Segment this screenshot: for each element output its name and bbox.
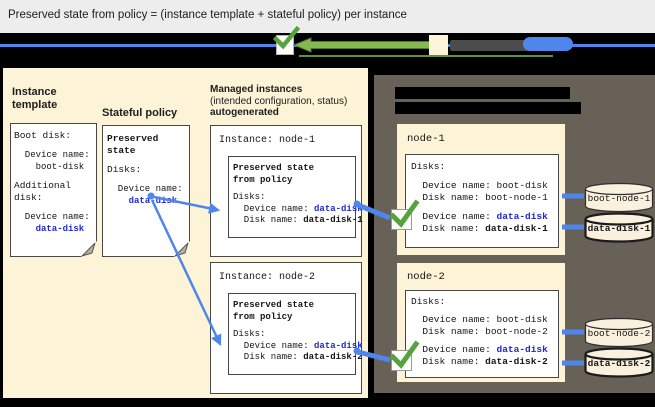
disk-label: data-disk-2 [587,358,651,369]
stateful-policy-label: Stateful policy [102,107,178,119]
disk-cylinder-boot-node-1: boot-node-1 [584,182,654,214]
device-name-line: Device name: data-disk [233,340,363,351]
disk-cylinder-icon [584,182,654,213]
page-title: Preserved state from policy = (instance … [8,9,407,21]
preserved-state-heading: Preserved state [233,300,315,310]
disks-label: Disks: [233,329,266,339]
managed-instance-node-2: Instance: node-2 Preserved state from po… [210,262,363,394]
doc-line: disk: [14,192,43,203]
disk-cylinder-icon [584,317,654,348]
legend-checkmark-box-icon [272,25,301,55]
legend-green-line [299,55,553,57]
disk-label: boot-node-1 [587,193,651,204]
vm2-checkmark-box [389,340,420,371]
doc-line: Additional [14,180,72,191]
device-name-line: Device name: data-disk [233,203,363,214]
instance-title: Instance: node-1 [219,135,316,146]
legend-cream-swatch-icon [429,35,448,57]
managed-instances-header: Managed instances (intended configuratio… [210,84,368,119]
instance-template-label: Instance template [12,86,58,111]
redacted-heading-bar [395,87,570,99]
header-line: autogenerated [210,107,279,118]
device-name-line: Device name: data-disk [411,344,548,355]
instance-template-doc: Boot disk: Device name: boot-disk Additi… [10,123,97,257]
doc-line-data-disk: data-disk [107,196,178,206]
disk-name-line: Disk name: boot-node-2 [411,326,548,337]
redacted-heading-bar [395,102,581,114]
disk-name-line: Disk name: data-disk-1 [233,215,363,225]
disks-label: Disks: [411,161,446,172]
doc-heading: Preserved [107,133,159,144]
checkmark-icon [389,340,420,369]
preserved-state-heading: Preserved state [233,163,315,173]
page-fold-icon [81,241,97,257]
managed-instance-node-1: Instance: node-1 Preserved state from po… [210,125,363,257]
preserved-state-heading: from policy [233,311,293,322]
disk-cylinder-icon [584,212,654,243]
device-name-line: Device name: data-disk [411,211,548,222]
disk-cylinder-data-disk-2: data-disk-2 [584,347,654,379]
header-line: Managed instances [210,84,303,95]
disks-label: Disks: [411,296,446,307]
legend-left-arrow-icon [293,37,433,53]
legend-blue-pill-icon [523,37,573,51]
vm-node-name: node-2 [407,271,445,283]
disk-name-line: Disk name: data-disk-2 [233,352,363,362]
preserved-state-heading: from policy [233,174,293,185]
doc-line: Boot disk: [14,130,72,141]
vm-disks-box: Disks: Device name: boot-disk Disk name:… [405,154,559,248]
header-line: (intended configuration, status) [210,95,348,107]
doc-line: Disks: [107,164,142,175]
disk-name-line: Disk name: data-disk-1 [411,223,548,234]
doc-heading: state [107,145,136,156]
doc-line-data-disk: data-disk [14,224,85,234]
doc-line: Device name: [14,150,90,160]
device-name-line: Device name: boot-disk [411,180,548,191]
legend-bar [0,25,655,60]
checkmark-icon [272,25,301,50]
doc-line: Device name: [107,184,183,194]
title-bar: Preserved state from policy = (instance … [0,0,655,33]
preserved-state-box: Preserved state from policy Disks: Devic… [228,293,363,375]
disk-name-line: Disk name: boot-node-1 [411,192,548,203]
doc-line: Device name: [14,212,90,222]
checkmark-icon [389,199,420,228]
disks-label: Disks: [233,192,266,202]
page-fold-icon [174,241,190,257]
instance-title: Instance: node-2 [219,272,316,283]
vm-node-1: node-1 Disks: Device name: boot-disk Dis… [397,124,565,255]
disk-label: boot-node-2 [587,328,651,339]
disk-cylinder-data-disk-1: data-disk-1 [584,212,654,244]
doc-line: boot-disk [14,162,85,172]
disk-label: data-disk-1 [587,223,651,234]
vm1-checkmark-box [389,199,420,230]
device-name-line: Device name: boot-disk [411,314,548,325]
preserved-state-box: Preserved state from policy Disks: Devic… [228,156,363,238]
legend-gray-bar-icon [450,40,559,51]
disk-cylinder-icon [584,347,654,378]
disk-name-line: Disk name: data-disk-2 [411,356,548,367]
vm-node-name: node-1 [407,133,445,145]
vm-node-2: node-2 Disks: Device name: boot-disk Dis… [397,263,565,382]
vm-disks-box: Disks: Device name: boot-disk Disk name:… [405,290,559,378]
disk-cylinder-boot-node-2: boot-node-2 [584,317,654,349]
stateful-policy-doc: Preserved state Disks: Device name: data… [102,125,190,257]
